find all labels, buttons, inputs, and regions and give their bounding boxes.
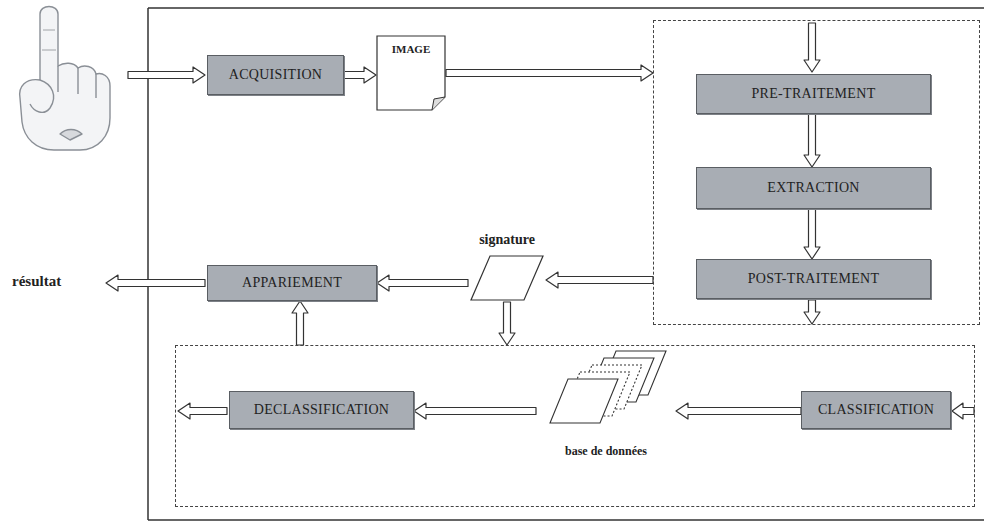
database-group: DECLASSIFICATION base de données CLASSIFIC… (175, 345, 975, 507)
hand-illustration (20, 7, 110, 151)
process-box: PRE-TRAITEMENT (696, 74, 931, 114)
box-label: EXTRACTION (767, 180, 859, 196)
box-label: ACQUISITION (229, 67, 323, 83)
box-label: PRE-TRAITEMENT (752, 86, 876, 102)
shape-label: signature (468, 232, 546, 248)
flow-arrow (377, 275, 468, 291)
flow-arrow (499, 302, 515, 345)
box-label: CLASSIFICATION (818, 402, 934, 418)
flow-arrow (804, 114, 820, 167)
process-box: APPARIEMENT (207, 265, 377, 301)
flow-arrow (446, 65, 653, 81)
shape-label: base de données (536, 444, 676, 459)
flow-arrow (292, 301, 308, 345)
output-label: résultat (12, 273, 61, 290)
decor-arrow (804, 23, 820, 72)
flow-arrow (676, 403, 801, 419)
process-box: DECLASSIFICATION (229, 391, 414, 429)
box-label: POST-TRAITEMENT (748, 271, 880, 287)
decor-arrow (952, 403, 974, 419)
processing-group: PRE-TRAITEMENT EXTRACTION POST-TRAITEMENT (653, 20, 980, 325)
flow-arrow (344, 67, 376, 83)
process-box: POST-TRAITEMENT (696, 259, 931, 299)
image-document: IMAGE (376, 35, 446, 111)
flow-arrow (414, 403, 536, 419)
flow-arrow (804, 209, 820, 259)
signature-shape: signature (468, 232, 546, 302)
process-box: CLASSIFICATION (801, 391, 951, 429)
database-stack: base de données (536, 359, 676, 459)
decor-arrow (106, 275, 205, 291)
process-box: ACQUISITION (207, 55, 344, 95)
decor-arrow (178, 403, 227, 419)
flow-arrow (546, 272, 653, 288)
process-box: EXTRACTION (696, 167, 931, 209)
decor-arrow (804, 300, 820, 324)
box-label: DECLASSIFICATION (254, 402, 389, 418)
outer-frame (148, 8, 984, 520)
decor-arrow (128, 67, 205, 83)
box-label: APPARIEMENT (242, 275, 342, 291)
shape-label: IMAGE (376, 43, 446, 55)
decor-arrows (106, 23, 974, 419)
